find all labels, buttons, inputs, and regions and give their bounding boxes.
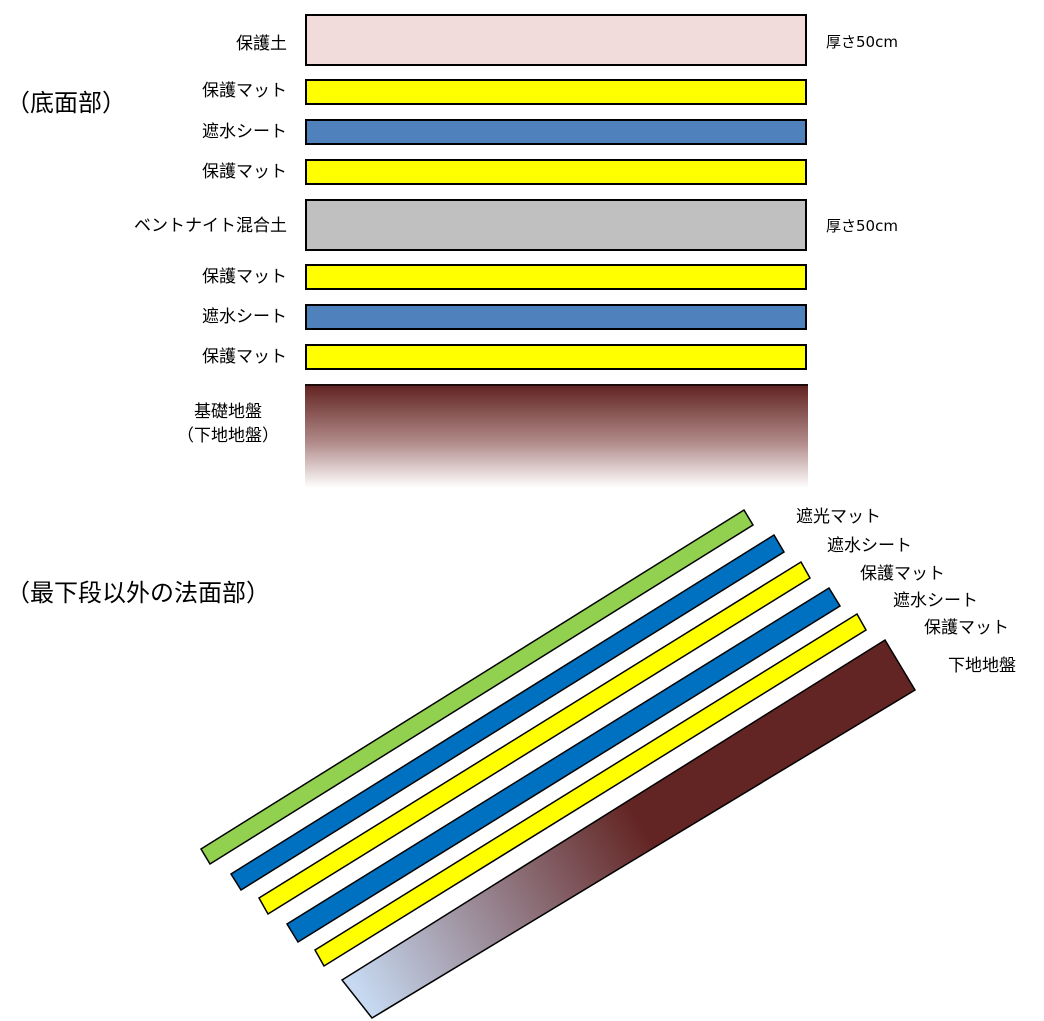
slope-layer-light-shielding-mat — [199, 508, 755, 866]
layer-label-waterproof-sheet: 遮水シート — [202, 122, 287, 142]
ground-label-line2: （下地地盤） — [177, 426, 279, 446]
layer-label-protective-mat: 保護マット — [202, 267, 287, 287]
bottom-section-title: （底面部） — [6, 89, 126, 117]
layer-label-bentonite-mixed-soil: ベントナイト混合土 — [134, 216, 287, 236]
layer-label-protective-mat: 保護マット — [202, 81, 287, 101]
slope-label-protective-mat: 保護マット — [924, 618, 1009, 638]
layer-bar-foundation-ground — [305, 384, 808, 488]
ground-label-line1: 基礎地盤 — [194, 402, 262, 422]
thickness-label-bentonite-mixed-soil: 厚さ50cm — [826, 217, 898, 235]
slope-section-title: （最下段以外の法面部） — [6, 579, 270, 607]
layer-label-protective-mat: 保護マット — [202, 162, 287, 182]
layer-bar-protective-mat — [305, 264, 807, 290]
layer-label-protective-mat: 保護マット — [202, 347, 287, 367]
layer-label-foundation-ground: 基礎地盤 （下地地盤） — [172, 400, 284, 448]
slope-label-protective-mat: 保護マット — [860, 564, 945, 584]
layer-bar-protective-mat — [305, 344, 807, 370]
slope-label-waterproof-sheet: 遮水シート — [893, 591, 978, 611]
slope-label-light-shielding-mat: 遮光マット — [796, 507, 881, 527]
layer-bar-protective-mat — [305, 79, 807, 105]
slope-layer-subgrade — [340, 638, 917, 1019]
slope-label-subgrade: 下地地盤 — [948, 656, 1016, 676]
layer-bar-bentonite-mixed-soil — [305, 199, 807, 251]
layer-label-protective-soil: 保護土 — [236, 34, 287, 54]
layer-bar-waterproof-sheet — [305, 119, 807, 145]
layer-bar-protective-soil — [305, 14, 807, 66]
slope-layer-protective-mat — [257, 560, 812, 916]
slope-layer-waterproof-sheet — [229, 533, 786, 892]
layer-bar-protective-mat — [305, 159, 807, 185]
layer-bar-waterproof-sheet — [305, 304, 807, 330]
layer-label-waterproof-sheet: 遮水シート — [202, 307, 287, 327]
slope-layer-protective-mat — [313, 612, 868, 968]
thickness-label-protective-soil: 厚さ50cm — [826, 33, 898, 51]
slope-layer-waterproof-sheet — [285, 586, 842, 944]
slope-label-waterproof-sheet: 遮水シート — [827, 536, 912, 556]
